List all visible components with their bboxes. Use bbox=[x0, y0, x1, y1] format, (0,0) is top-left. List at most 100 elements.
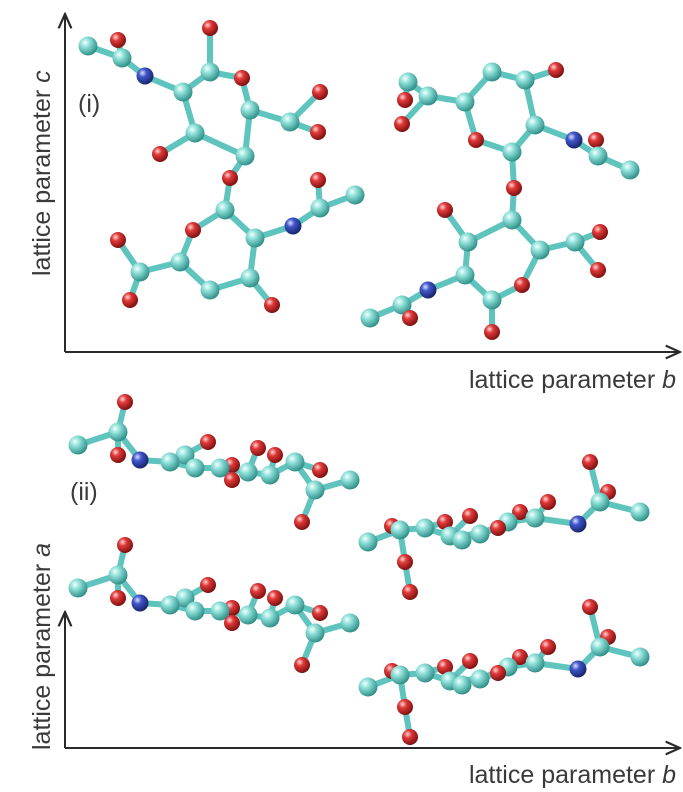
carbon-atom bbox=[68, 578, 88, 598]
carbon-atom bbox=[630, 647, 650, 667]
oxygen-atom bbox=[152, 146, 168, 162]
carbon-atom bbox=[245, 228, 265, 248]
carbon-atom bbox=[260, 465, 280, 485]
carbon-atom bbox=[108, 422, 128, 442]
carbon-atom bbox=[455, 265, 475, 285]
carbon-atom bbox=[285, 595, 305, 615]
carbon-atom bbox=[310, 198, 330, 218]
carbon-atom bbox=[482, 290, 502, 310]
carbon-atom bbox=[240, 100, 260, 120]
oxygen-atom bbox=[202, 20, 218, 36]
carbon-atom bbox=[305, 480, 325, 500]
oxygen-atom bbox=[512, 649, 528, 665]
carbon-atom bbox=[470, 524, 490, 544]
carbon-atom bbox=[68, 435, 88, 455]
oxygen-atom bbox=[512, 504, 528, 520]
oxygen-atom bbox=[110, 590, 126, 606]
carbon-atom bbox=[455, 92, 475, 112]
molecule-stack-lower-right bbox=[358, 599, 650, 745]
carbon-atom bbox=[130, 262, 150, 282]
oxygen-atom bbox=[462, 653, 478, 669]
carbon-atom bbox=[630, 502, 650, 522]
nitrogen-atom bbox=[419, 281, 437, 299]
oxygen-atom bbox=[397, 554, 413, 570]
oxygen-atom bbox=[250, 583, 266, 599]
carbon-atom bbox=[390, 665, 410, 685]
carbon-atom bbox=[215, 200, 235, 220]
molecule-stack-lower-left bbox=[68, 537, 360, 673]
carbon-atom bbox=[590, 492, 610, 512]
carbon-atom bbox=[260, 608, 280, 628]
carbon-atom bbox=[482, 62, 502, 82]
carbon-atom bbox=[210, 458, 230, 478]
nitrogen-atom bbox=[131, 594, 149, 612]
bond-group bbox=[85, 25, 358, 308]
oxygen-atom bbox=[514, 277, 530, 293]
carbon-atom bbox=[78, 36, 98, 56]
oxygen-atom bbox=[394, 116, 410, 132]
panel-ii-y-axis-text: lattice parameter bbox=[28, 557, 56, 750]
carbon-atom bbox=[452, 675, 472, 695]
oxygen-atom bbox=[590, 262, 606, 278]
carbon-atom bbox=[305, 623, 325, 643]
nitrogen-atom bbox=[569, 515, 587, 533]
carbon-atom bbox=[340, 613, 360, 633]
nitrogen-atom bbox=[284, 217, 302, 235]
panel-i-y-axis-text: lattice parameter bbox=[28, 83, 56, 276]
oxygen-atom bbox=[437, 514, 453, 530]
oxygen-atom bbox=[294, 514, 310, 530]
carbon-atom bbox=[358, 532, 378, 552]
oxygen-atom bbox=[462, 508, 478, 524]
oxygen-atom bbox=[437, 659, 453, 675]
carbon-atom bbox=[173, 82, 193, 102]
carbon-atom bbox=[525, 653, 545, 673]
carbon-atom bbox=[590, 637, 610, 657]
panel-ii: (ii) lattice parameter b lattice paramet… bbox=[28, 394, 680, 789]
panel-i-tag: (i) bbox=[78, 90, 100, 118]
panel-i-x-axis-text: lattice parameter bbox=[469, 366, 662, 394]
oxygen-atom bbox=[312, 84, 328, 100]
oxygen-atom bbox=[402, 729, 418, 745]
panel-ii-axes bbox=[65, 612, 680, 748]
carbon-atom bbox=[200, 280, 220, 300]
oxygen-atom bbox=[122, 292, 138, 308]
oxygen-atom bbox=[397, 699, 413, 715]
carbon-atom bbox=[415, 518, 435, 538]
nitrogen-atom bbox=[565, 131, 583, 149]
panel-ii-tag: (ii) bbox=[70, 478, 98, 506]
oxygen-atom bbox=[200, 577, 216, 593]
carbon-atom bbox=[160, 452, 180, 472]
oxygen-atom bbox=[490, 520, 506, 536]
carbon-atom bbox=[185, 601, 205, 621]
carbon-atom bbox=[415, 663, 435, 683]
carbon-atom bbox=[185, 458, 205, 478]
carbon-atom bbox=[108, 565, 128, 585]
oxygen-atom bbox=[294, 657, 310, 673]
oxygen-atom bbox=[234, 70, 250, 86]
carbon-atom bbox=[238, 605, 258, 625]
oxygen-atom bbox=[437, 202, 453, 218]
oxygen-atom bbox=[468, 132, 484, 148]
oxygen-atom bbox=[582, 454, 598, 470]
carbon-atom bbox=[240, 268, 260, 288]
carbon-atom bbox=[235, 146, 255, 166]
carbon-atom bbox=[238, 462, 258, 482]
carbon-atom bbox=[112, 48, 132, 68]
oxygen-atom bbox=[250, 440, 266, 456]
panel-ii-x-axis-var: b bbox=[662, 761, 676, 789]
oxygen-atom bbox=[264, 297, 280, 313]
oxygen-atom bbox=[224, 472, 240, 488]
oxygen-atom bbox=[185, 222, 201, 238]
molecule-dimer-right bbox=[360, 62, 640, 340]
oxygen-atom bbox=[402, 310, 418, 326]
oxygen-atom bbox=[548, 62, 564, 78]
oxygen-atom bbox=[312, 462, 328, 478]
oxygen-atom bbox=[484, 324, 500, 340]
nitrogen-atom bbox=[569, 660, 587, 678]
carbon-atom bbox=[565, 232, 585, 252]
panel-i: (i) lattice parameter b lattice paramete… bbox=[28, 14, 680, 394]
nitrogen-atom bbox=[131, 451, 149, 469]
panel-i-x-axis-label: lattice parameter b bbox=[469, 366, 676, 394]
oxygen-atom bbox=[110, 232, 126, 248]
oxygen-atom bbox=[117, 537, 133, 553]
